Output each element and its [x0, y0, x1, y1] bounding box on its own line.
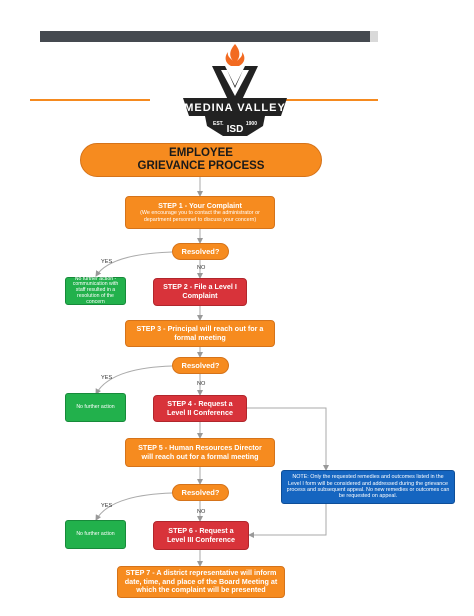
- decision-resolved-1-label: Resolved?: [181, 247, 220, 256]
- header-bar: [40, 31, 370, 42]
- step-1-title: STEP 1 - Your Complaint: [158, 200, 242, 210]
- decision-resolved-2: Resolved?: [172, 357, 229, 374]
- mv-monogram: [212, 66, 258, 102]
- decision-resolved-2-label: Resolved?: [181, 361, 220, 370]
- step-5-text: STEP 5 - Human Resources Director will r…: [138, 442, 262, 461]
- outcome-no-action-1: No further action - communication with s…: [65, 275, 126, 305]
- svg-text:EST.: EST.: [213, 121, 224, 127]
- step-2-text: STEP 2 - File a Level I Complaint: [163, 282, 237, 300]
- logo-shield: [205, 116, 265, 136]
- step-3-text: STEP 3 - Principal will reach out for a …: [136, 323, 264, 342]
- outcome-no-action-1-text: No further action - communication with s…: [72, 275, 119, 305]
- step-7-text: STEP 7 - A district representative will …: [124, 568, 278, 595]
- yes-label-2: YES: [101, 375, 113, 381]
- right-divider: [262, 99, 378, 101]
- logo-banner: [183, 98, 287, 116]
- decision-resolved-1: Resolved?: [172, 243, 229, 260]
- outcome-no-action-3: No further action: [65, 520, 126, 549]
- svg-text:MEDINA VALLEY: MEDINA VALLEY: [184, 102, 286, 114]
- note-text: NOTE: Only the requested remedies and ou…: [286, 474, 450, 500]
- yes-label-3: YES: [101, 503, 113, 509]
- title-line-1: EMPLOYEE: [169, 146, 233, 159]
- header-bar-shadow: [370, 31, 378, 42]
- flame-icon: [225, 44, 245, 66]
- left-divider: [30, 99, 150, 101]
- step-2-box: STEP 2 - File a Level I Complaint: [153, 278, 247, 306]
- decision-resolved-3: Resolved?: [172, 484, 229, 501]
- svg-text:1900: 1900: [246, 121, 257, 127]
- process-title: EMPLOYEE GRIEVANCE PROCESS: [80, 143, 322, 177]
- svg-text:ISD: ISD: [227, 124, 244, 135]
- step-6-box: STEP 6 - Request a Level III Conference: [153, 521, 249, 550]
- outcome-no-action-2: No further action: [65, 393, 126, 422]
- note-box: NOTE: Only the requested remedies and ou…: [281, 470, 455, 504]
- step-5-box: STEP 5 - Human Resources Director will r…: [125, 438, 275, 467]
- step-4-box: STEP 4 - Request a Level II Conference: [153, 395, 247, 422]
- step-6-text: STEP 6 - Request a Level III Conference: [167, 525, 235, 544]
- step-3-box: STEP 3 - Principal will reach out for a …: [125, 320, 275, 347]
- yes-label-1: YES: [101, 259, 113, 265]
- outcome-no-action-2-text: No further action: [76, 404, 115, 411]
- step-4-text: STEP 4 - Request a Level II Conference: [167, 398, 233, 417]
- step-1-subtitle: (We encourage you to contact the adminis…: [140, 210, 260, 223]
- district-logo: MEDINA VALLEY EST. 1900 ISD: [155, 40, 315, 140]
- title-line-2: GRIEVANCE PROCESS: [137, 160, 265, 172]
- outcome-no-action-3-text: No further action: [76, 531, 115, 538]
- no-label-1: NO: [197, 265, 206, 271]
- step-7-box: STEP 7 - A district representative will …: [117, 566, 285, 598]
- step-1-box: STEP 1 - Your Complaint (We encourage yo…: [125, 196, 275, 229]
- no-label-2: NO: [197, 381, 206, 387]
- decision-resolved-3-label: Resolved?: [181, 488, 220, 497]
- no-label-3: NO: [197, 509, 206, 515]
